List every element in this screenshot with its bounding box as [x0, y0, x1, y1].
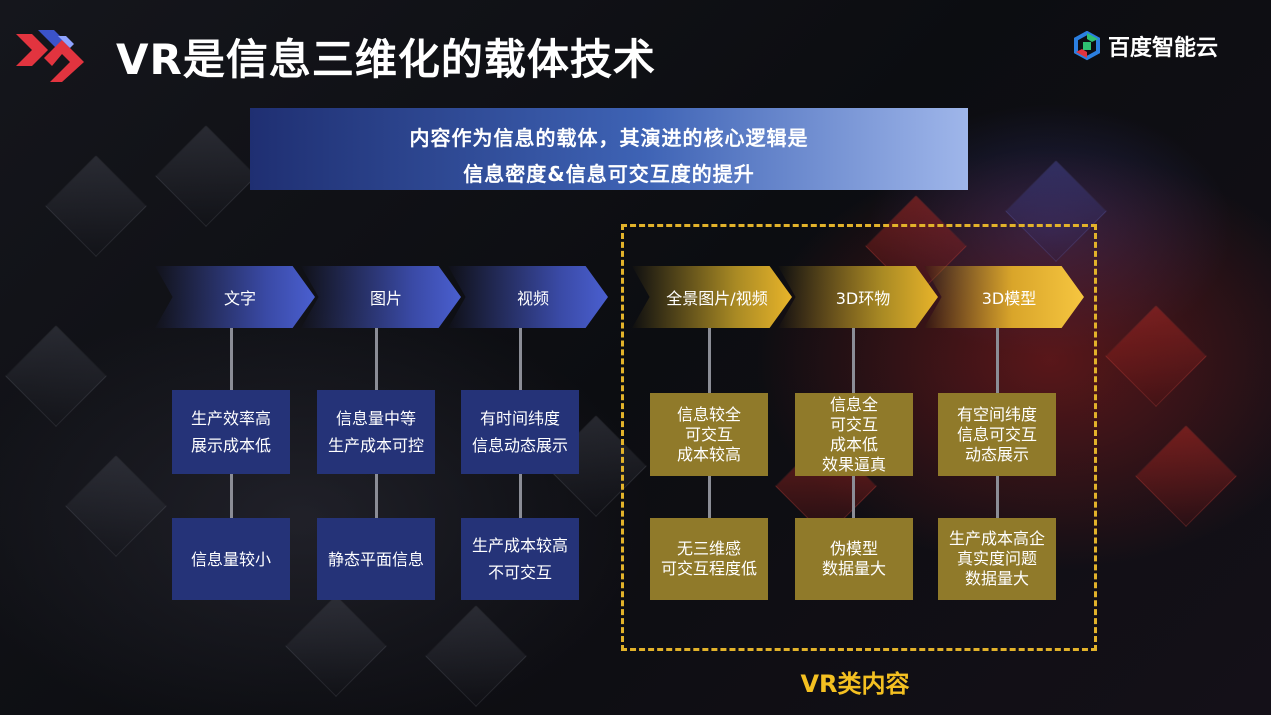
brand-name: 百度智能云 [1108, 36, 1219, 61]
stage-cons-box: 伪模型 数据量大 [795, 518, 913, 600]
box-line: 可交互 [684, 424, 733, 444]
stage-chevron-video: 视频 [448, 266, 608, 328]
stage-chevron-text: 文字 [155, 266, 315, 328]
stage-chevron-image: 图片 [301, 266, 461, 328]
baidu-cloud-icon [1074, 31, 1100, 61]
box-line: 无三维感 [676, 539, 741, 558]
box-line: 信息动态展示 [471, 436, 568, 455]
stage-pros-box: 有空间纬度 信息可交互 动态展示 [938, 393, 1056, 476]
vr-group-label: VR类内容 [800, 670, 910, 698]
stage-chevron-3d-rotation: 3D环物 [778, 266, 938, 328]
stage-pros-box: 信息较全 可交互 成本较高 [650, 393, 768, 476]
box-line: 静态平面信息 [327, 549, 424, 569]
box-line: 生产效率高 [190, 409, 271, 428]
stage-chevron-3d-model: 3D模型 [924, 266, 1084, 328]
stage-pros-box: 生产效率高 展示成本低 [172, 390, 290, 474]
box-line: 信息可交互 [956, 424, 1037, 444]
box-line: 生产成本高企 [948, 529, 1045, 548]
stage-cons-box: 静态平面信息 [317, 518, 435, 600]
brand-logo: 百度智能云 [1072, 30, 1218, 62]
box-line: 可交互程度低 [660, 559, 757, 578]
presentation-logo-icon [16, 30, 84, 82]
stage-cons-box: 生产成本较高 不可交互 [461, 518, 579, 600]
stage-pros-box: 信息量中等 生产成本可控 [317, 390, 435, 474]
box-line: 信息较全 [676, 404, 741, 424]
box-line: 不可交互 [487, 563, 552, 582]
box-line: 伪模型 [829, 539, 878, 558]
stage-cons-box: 信息量较小 [172, 518, 290, 600]
box-line: 可交互 [829, 414, 878, 434]
box-line: 信息量较小 [190, 549, 271, 569]
stage-pros-box: 信息全 可交互 成本低 效果逼真 [795, 393, 913, 476]
stage-cons-box: 生产成本高企 真实度问题 数据量大 [938, 518, 1056, 600]
box-line: 生产成本较高 [471, 536, 568, 555]
stage-cons-box: 无三维感 可交互程度低 [650, 518, 768, 600]
box-line: 成本较高 [676, 444, 741, 464]
box-line: 动态展示 [964, 444, 1029, 464]
vr-content-group [621, 224, 1097, 651]
banner-line: 内容作为信息的载体，其演进的核心逻辑是 [409, 126, 809, 150]
box-line: 展示成本低 [190, 436, 271, 455]
box-line: 真实度问题 [956, 549, 1037, 568]
box-line: 有空间纬度 [956, 404, 1037, 424]
box-line: 有时间纬度 [479, 409, 560, 428]
page-title: VR是信息三维化的载体技术 [116, 35, 656, 84]
box-line: 数据量大 [964, 569, 1029, 588]
box-line: 效果逼真 [821, 454, 886, 474]
banner-line: 信息密度&信息可交互度的提升 [463, 162, 755, 186]
box-line: 生产成本可控 [327, 436, 424, 455]
box-line: 数据量大 [821, 559, 886, 578]
stage-pros-box: 有时间纬度 信息动态展示 [461, 390, 579, 474]
box-line: 成本低 [829, 434, 878, 454]
stage-chevron-panorama: 全景图片/视频 [632, 266, 792, 328]
box-line: 信息量中等 [335, 409, 416, 428]
core-logic-banner: 内容作为信息的载体，其演进的核心逻辑是 信息密度&信息可交互度的提升 [250, 108, 968, 190]
box-line: 信息全 [829, 394, 878, 414]
